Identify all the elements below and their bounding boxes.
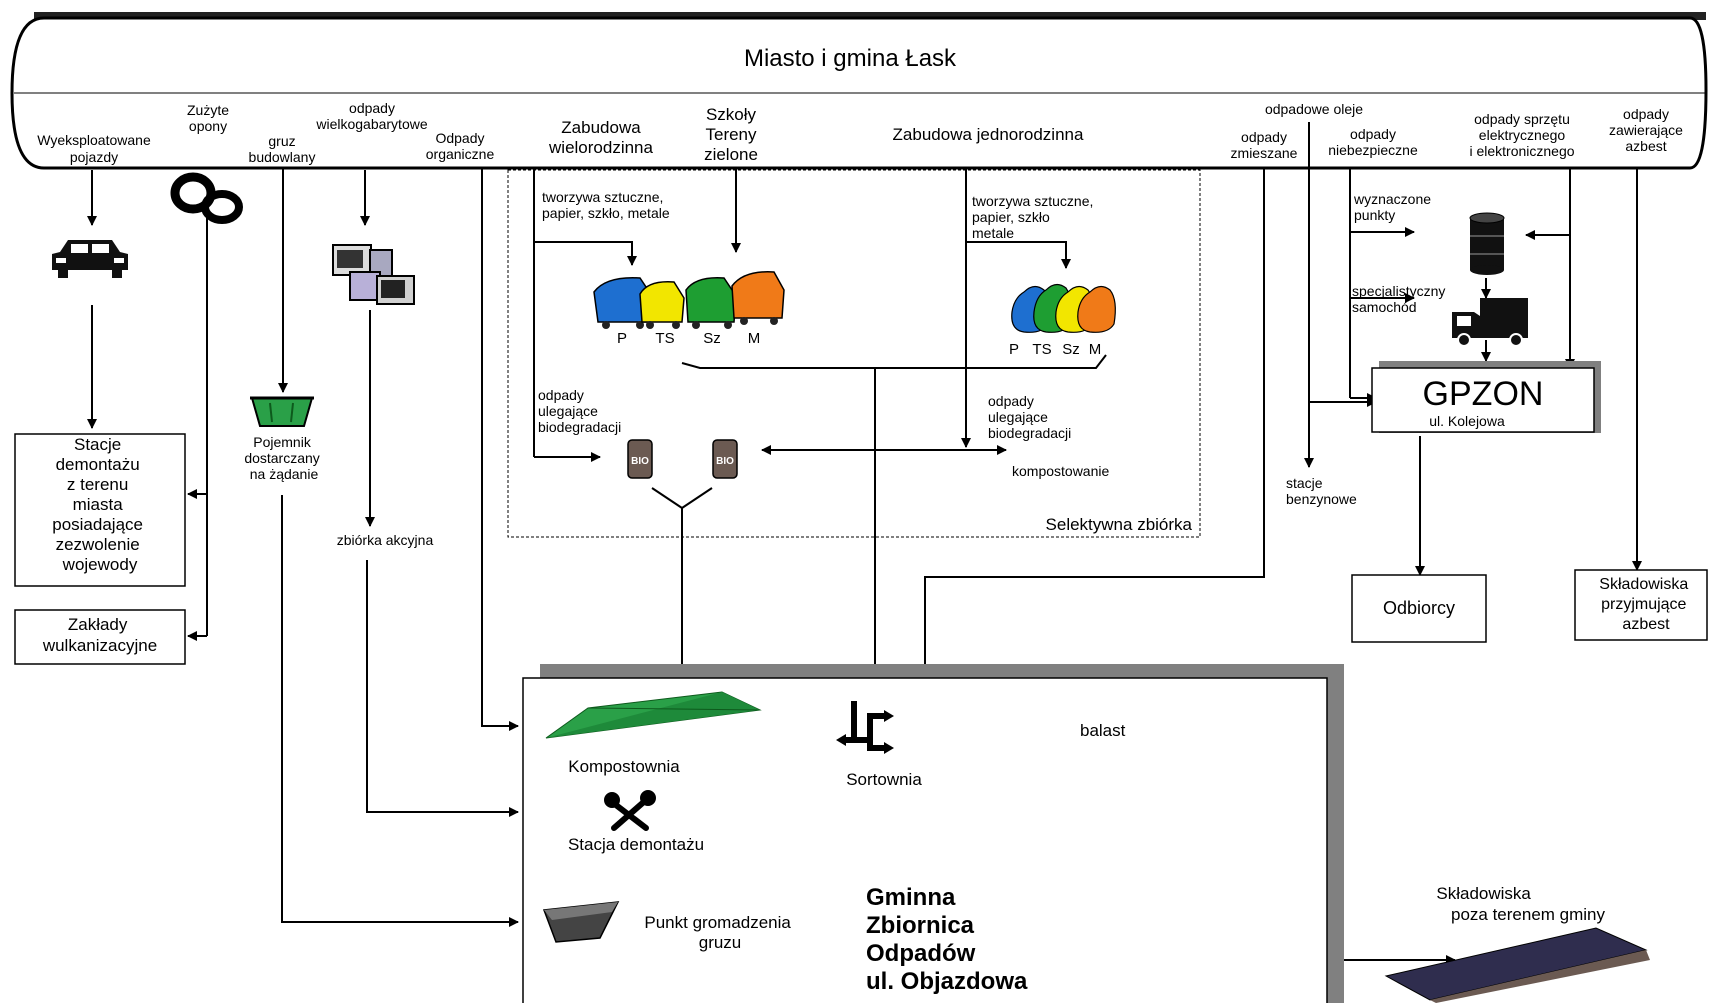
stacje-benzynowe-label: stacje benzynowe: [1286, 475, 1357, 507]
bin-orange-icon: [731, 271, 785, 325]
svg-text:Składowiska przyjmujące: Składowiska przyjmujące azbest: [1599, 576, 1692, 633]
samochod-label: specjalistyczny samochód: [1352, 283, 1449, 315]
truck-icon: [1452, 298, 1528, 347]
sortownia-icon: [836, 701, 894, 754]
city-title: Miasto i gmina Łask: [744, 45, 957, 72]
balast-label: balast: [1080, 721, 1126, 740]
bin-green-icon: [685, 277, 737, 329]
city-header: Miasto i gmina Łask: [10, 12, 1708, 170]
kompostownia-label: Kompostownia: [568, 757, 680, 776]
svg-text:Odbiorcy: Odbiorcy: [1383, 598, 1455, 618]
svg-text:M: M: [748, 330, 761, 347]
selective-collection-frame: Selektywna zbiórka: [507, 169, 1201, 538]
tires-icon: [170, 172, 243, 224]
pojemnik-label: Pojemnik dostarczany na żądanie: [244, 434, 323, 482]
svg-text:Sz: Sz: [703, 330, 721, 347]
sortownia-label: Sortownia: [846, 770, 922, 789]
source-jednorodzinna: Zabudowa jednorodzinna: [893, 125, 1084, 144]
svg-text:Stacje demontażu z: Stacje demontażu z terenu miasta posiada…: [52, 435, 147, 574]
punkt-gruzu-label: Punkt gromadzenia gruzu: [644, 913, 795, 952]
svg-text:M: M: [1089, 341, 1102, 358]
svg-text:TS: TS: [1032, 341, 1051, 358]
wyznaczone-punkty-label: wyznaczone punkty: [1353, 191, 1435, 223]
svg-text:BIO: BIO: [631, 456, 649, 467]
bin-yellow-icon: [639, 281, 685, 329]
recycling-bins: [593, 271, 785, 329]
svg-text:GPZON: GPZON: [1423, 375, 1544, 413]
appliances-icon: [332, 244, 415, 305]
svg-text:P: P: [1009, 341, 1019, 358]
kompostownia-icon: [545, 691, 762, 739]
skladowiska-poza-label: Składowiska poza terenem gminy: [1436, 884, 1605, 924]
container-icon: [250, 396, 314, 427]
svg-text:Zakłady wulkanizacyjne: Zakłady wulkanizacyjne: [42, 615, 157, 655]
gpzon-box: GPZON ul. Kolejowa: [1371, 361, 1601, 433]
zbiorka-akcyjna-label: zbiórka akcyjna: [337, 532, 434, 548]
bio-bin-right-icon: BIO: [712, 439, 738, 479]
svg-text:BIO: BIO: [716, 456, 734, 467]
svg-text:P: P: [617, 330, 627, 347]
svg-text:TS: TS: [655, 330, 674, 347]
svg-text:Sz: Sz: [1062, 341, 1080, 358]
facility-name: Gminna Zbiornica Odpadów ul. Objazdowa: [866, 884, 1028, 995]
car-icon: [52, 240, 128, 278]
stacja-demontazu-label: Stacja demontażu: [568, 835, 704, 854]
bin-labels-right: P TS Sz M: [1009, 341, 1101, 358]
tools-icon: [604, 790, 656, 831]
recycling-bags: [1011, 283, 1116, 333]
stacje-demontazu-box: Stacje demontażu z terenu miasta posiada…: [14, 433, 186, 587]
gruz-container-icon: [542, 901, 620, 943]
bin-labels-left: P TS Sz M: [617, 330, 760, 347]
bio-bin-left-icon: BIO: [627, 439, 653, 479]
bag-orange-icon: [1077, 285, 1116, 333]
barrel-icon: [1469, 212, 1505, 275]
svg-text:ul. Kolejowa: ul. Kolejowa: [1429, 413, 1505, 429]
skladowiska-azbest-box: Składowiska przyjmujące azbest: [1574, 569, 1708, 641]
kompostowanie-label: kompostowanie: [1012, 463, 1109, 479]
recyclables-right-label: tworzywa sztuczne, papier, szkło metale: [972, 193, 1097, 241]
source-oleje: odpadowe oleje: [1265, 101, 1363, 117]
landfill-icon: [1384, 927, 1650, 1003]
facility-box: [522, 664, 1344, 1003]
flow-lines: [87, 122, 1642, 965]
zaklady-wulkanizacyjne-box: Zakłady wulkanizacyjne: [14, 609, 186, 665]
selective-label: Selektywna zbiórka: [1046, 515, 1193, 534]
bio-left-label: odpady ulegające biodegradacji: [538, 387, 621, 435]
recyclables-left-label: tworzywa sztuczne, papier, szkło, metale: [542, 189, 670, 221]
odbiorcy-box: Odbiorcy: [1351, 574, 1487, 643]
bio-right-label: odpady ulegające biodegradacji: [988, 393, 1071, 441]
